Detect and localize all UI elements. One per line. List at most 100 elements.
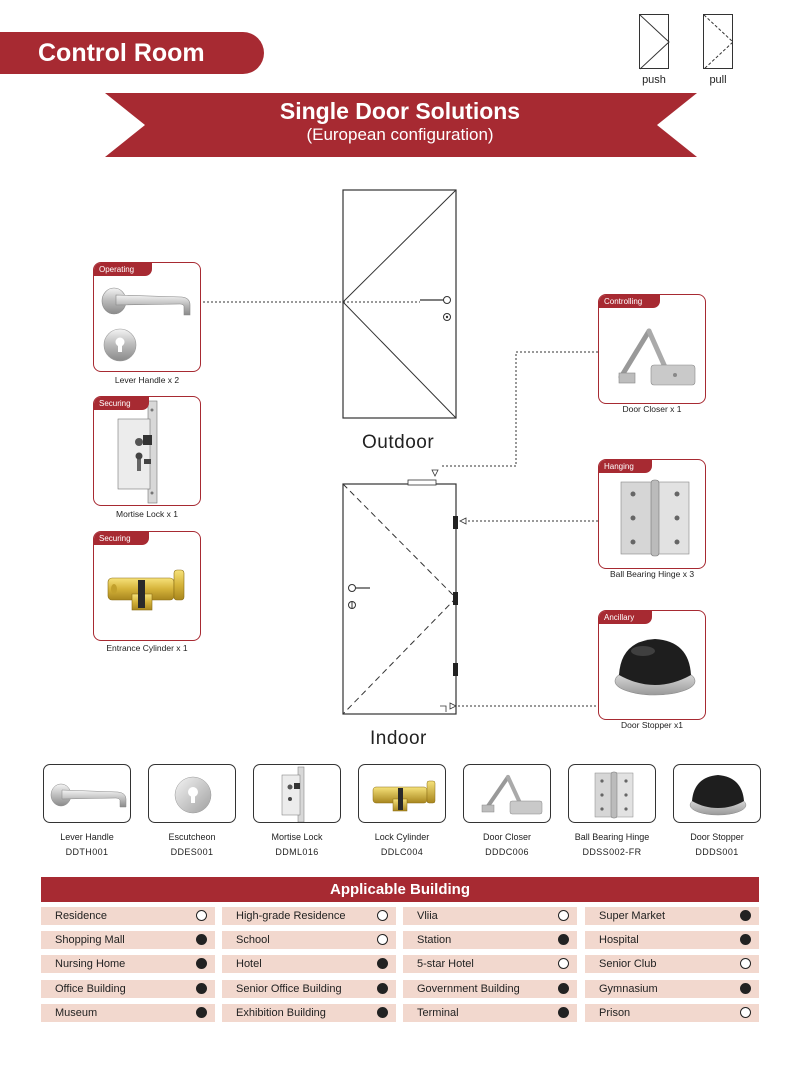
building-label: Gymnasium xyxy=(599,983,658,995)
card-caption: Door Stopper x1 xyxy=(621,720,683,730)
building-label: Museum xyxy=(55,1007,98,1019)
card-caption: Mortise Lock x 1 xyxy=(116,509,178,519)
product-lock-cylinder xyxy=(358,764,446,823)
not-applicable-empty-dot-icon xyxy=(196,910,207,921)
building-label: Prison xyxy=(599,1007,631,1019)
building-label: 5-star Hotel xyxy=(417,958,474,970)
lock-cylinder-icon xyxy=(107,569,185,611)
outdoor-label: Outdoor xyxy=(362,432,435,453)
door-closer-icon xyxy=(481,775,543,815)
push-door-icon xyxy=(639,14,670,70)
hinge-icon xyxy=(594,771,634,819)
indoor-door xyxy=(342,483,457,715)
building-cell: Shopping Mall xyxy=(41,931,215,949)
product-door-closer xyxy=(463,764,551,823)
card-caption: Entrance Cylinder x 1 xyxy=(106,643,188,653)
stopper-mark-icon xyxy=(440,705,447,712)
card-caption: Ball Bearing Hinge x 3 xyxy=(609,569,695,579)
building-label: Senior Club xyxy=(599,958,657,970)
mortise-lock-icon xyxy=(117,400,158,504)
building-cell: Exhibition Building xyxy=(222,1004,396,1022)
not-applicable-empty-dot-icon xyxy=(740,958,751,969)
building-cell: Government Building xyxy=(403,980,577,998)
building-label: Shopping Mall xyxy=(55,934,125,946)
not-applicable-empty-dot-icon xyxy=(558,958,569,969)
building-label: Station xyxy=(417,934,452,946)
product-code: DDLC004 xyxy=(380,847,424,857)
applicable-filled-dot-icon xyxy=(740,983,751,994)
product-code: DDES001 xyxy=(170,847,214,857)
page-title: Control Room xyxy=(0,32,264,74)
building-cell: Hospital xyxy=(585,931,759,949)
applicable-filled-dot-icon xyxy=(377,983,388,994)
not-applicable-empty-dot-icon xyxy=(740,1007,751,1018)
card-caption: Door Closer x 1 xyxy=(622,404,682,414)
card-lever-handle: Operating xyxy=(93,262,201,372)
building-label: School xyxy=(236,934,270,946)
building-cell: Prison xyxy=(585,1004,759,1022)
door-stopper-icon xyxy=(689,775,747,816)
building-cell: Nursing Home xyxy=(41,955,215,973)
push-label: push xyxy=(642,74,666,86)
building-label: Exhibition Building xyxy=(236,1007,326,1019)
product-name: Door Closer xyxy=(482,832,531,842)
building-cell: Senior Club xyxy=(585,955,759,973)
building-label: Super Market xyxy=(599,910,666,922)
lever-handle-icon xyxy=(101,287,191,362)
banner-title: Single Door Solutions xyxy=(279,98,521,124)
product-name: Lock Cylinder xyxy=(374,832,430,842)
building-cell: High-grade Residence xyxy=(222,907,396,925)
card-door-stopper: Ancillary xyxy=(598,610,706,720)
building-cell: Senior Office Building xyxy=(222,980,396,998)
closer-mark-icon xyxy=(407,479,437,486)
card-tag: Ancillary xyxy=(599,611,653,624)
escutcheon-icon xyxy=(174,776,212,814)
building-cell: Station xyxy=(403,931,577,949)
building-cell: School xyxy=(222,931,396,949)
building-cell: Gymnasium xyxy=(585,980,759,998)
applicable-filled-dot-icon xyxy=(740,910,751,921)
lever-handle-icon xyxy=(50,783,127,808)
card-ball-bearing-hinge: Hanging xyxy=(598,459,706,569)
outdoor-cylinder-icon xyxy=(443,313,451,321)
door-closer-icon xyxy=(618,328,696,386)
card-mortise-lock: Securing xyxy=(93,396,201,506)
pull-door-icon xyxy=(703,14,734,70)
applicable-filled-dot-icon xyxy=(740,934,751,945)
product-name: Door Stopper xyxy=(690,832,744,842)
product-lever-handle xyxy=(43,764,131,823)
building-label: Office Building xyxy=(55,983,126,995)
applicable-filled-dot-icon xyxy=(196,983,207,994)
building-cell: 5-star Hotel xyxy=(403,955,577,973)
applicable-filled-dot-icon xyxy=(377,958,388,969)
banner: Single Door Solutions (European configur… xyxy=(0,97,800,145)
building-cell: Museum xyxy=(41,1004,215,1022)
building-label: Hotel xyxy=(236,958,262,970)
hinge-icon xyxy=(453,516,458,529)
building-label: Nursing Home xyxy=(55,958,126,970)
card-tag: Securing xyxy=(94,532,149,545)
building-cell: Office Building xyxy=(41,980,215,998)
hinge-icon xyxy=(620,479,690,557)
building-cell: Hotel xyxy=(222,955,396,973)
banner-subtitle: (European configuration) xyxy=(306,125,494,144)
product-code: DDDS001 xyxy=(695,847,739,857)
lock-cylinder-icon xyxy=(372,780,436,812)
card-tag: Operating xyxy=(94,263,153,276)
hinge-icon xyxy=(453,663,458,676)
card-tag: Hanging xyxy=(599,460,652,473)
product-name: Lever Handle xyxy=(60,832,114,842)
product-code: DDML016 xyxy=(275,847,319,857)
applicable-filled-dot-icon xyxy=(558,983,569,994)
building-cell: Super Market xyxy=(585,907,759,925)
hinge-icon xyxy=(453,592,458,605)
not-applicable-empty-dot-icon xyxy=(377,934,388,945)
product-code: DDDC006 xyxy=(485,847,529,857)
outdoor-door xyxy=(342,189,457,419)
applicable-filled-dot-icon xyxy=(558,934,569,945)
applicable-filled-dot-icon xyxy=(196,934,207,945)
applicable-filled-dot-icon xyxy=(377,1007,388,1018)
product-name: Ball Bearing Hinge xyxy=(574,832,650,842)
product-code: DDSS002-FR xyxy=(582,847,642,857)
card-entrance-cylinder: Securing xyxy=(93,531,201,641)
